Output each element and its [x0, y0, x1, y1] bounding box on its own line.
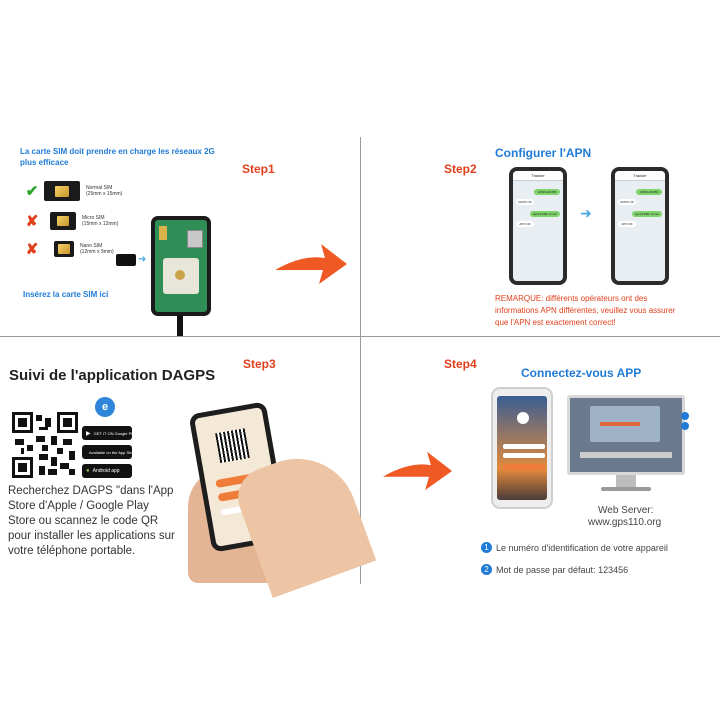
sim-label-nano: Nano SIM(12mm x 9mm): [80, 243, 114, 255]
step4-label: Step4: [444, 357, 477, 371]
qr-code-icon: [12, 412, 78, 478]
google-play-label: GET IT ON Google Play: [93, 430, 137, 436]
monitor-base: [601, 487, 651, 491]
step3-label: Step3: [243, 357, 276, 371]
apn-note: REMARQUE: différents opérateurs ont des …: [495, 294, 676, 327]
step3-panel: Suivi de l'application DAGPS Step3 e ▶GE…: [0, 337, 377, 599]
msg-4: APN OK: [621, 222, 633, 226]
step3-description: Recherchez DAGPS "dans l'App Store d'App…: [8, 485, 175, 557]
android-app-label: Android app: [92, 468, 120, 474]
android-app-button[interactable]: ●Android app: [82, 464, 132, 478]
sim-label-micro: Micro SIM(15mm x 12mm): [82, 215, 119, 227]
sim-row-normal: ✔ Normal SIM(25mm x 15mm): [24, 181, 122, 201]
android-icon: ●: [86, 468, 90, 474]
app-store-label: Available on the App Store: [89, 449, 137, 455]
step3-title: Suivi de l'application DAGPS: [9, 367, 216, 384]
step2-panel: Configurer l'APN Step2 Tracker GPRS12345…: [361, 137, 720, 336]
msg-3: apn123456 cmnet: [532, 212, 558, 216]
normal-sim-icon: [44, 181, 80, 201]
arrow-right-icon: [382, 451, 453, 491]
nano-sim-icon: [54, 241, 74, 257]
step1-label: Step1: [242, 162, 275, 176]
info-item-2: 2 Mot de passe par défaut: 123456: [481, 564, 628, 575]
insert-sim-label: Insérez la carte SIM ici: [23, 290, 109, 299]
hand-holding-phone: [178, 401, 377, 599]
badge-1-icon: [681, 412, 689, 420]
sim-row-micro: ✘ Micro SIM(15mm x 12mm): [24, 212, 118, 230]
step4-panel: Step4 Connectez-vous APP Web Server: www…: [361, 337, 720, 584]
badge-2-icon: [681, 422, 689, 430]
web-server-url[interactable]: www.gps110.org: [588, 517, 662, 528]
number-badge-2: 2: [481, 564, 492, 575]
micro-sim-icon: [50, 212, 76, 230]
divider-vertical: [360, 137, 361, 584]
app-store-button[interactable]: Available on the App Store: [82, 445, 136, 459]
sim-note: La carte SIM doit prendre en charge les …: [20, 147, 215, 167]
msg-1: GPRS123456: [537, 190, 557, 194]
msg-2: GPRS OK: [620, 200, 634, 204]
phone-title: Tracker: [615, 171, 665, 181]
step4-title: Connectez-vous APP: [521, 366, 642, 380]
monitor-web-server: [567, 395, 685, 475]
gps-tracker-device: [151, 216, 211, 316]
sim-label-normal: Normal SIM(25mm x 15mm): [86, 185, 123, 197]
phone-login-app: [491, 387, 553, 509]
step1-panel: La carte SIM doit prendre en charge les …: [0, 137, 360, 336]
step2-title: Configurer l'APN: [495, 146, 592, 160]
msg-1: GPRS123456: [639, 190, 659, 194]
info-item-1: 1 Le numéro d'identification de votre ap…: [481, 542, 668, 553]
cross-icon: ✘: [25, 213, 39, 230]
sim-row-nano: ✘ Nano SIM(12mm x 9mm): [24, 240, 114, 258]
phone-apn-before: Tracker GPRS123456 GPRS OK apn123456 cmn…: [509, 167, 567, 285]
info-text-1: Le numéro d'identification de votre appa…: [496, 542, 668, 553]
arrow-right-icon: [275, 244, 347, 284]
phone-apn-after: Tracker GPRS123456 GPRS OK apn123456 cmn…: [611, 167, 669, 285]
number-badge-1: 1: [481, 542, 492, 553]
dagps-app-icon: e: [95, 397, 115, 417]
check-icon: ✔: [25, 183, 39, 200]
insert-arrow-icon: ➜: [138, 254, 147, 265]
arrow-right-small-icon: ➜: [580, 205, 592, 221]
google-play-button[interactable]: ▶GET IT ON Google Play: [82, 426, 136, 440]
phone-title: Tracker: [513, 171, 563, 181]
web-server-label: Web Server:: [598, 505, 654, 516]
cross-icon: ✘: [25, 241, 39, 258]
divider-horizontal: [0, 336, 720, 337]
info-text-2: Mot de passe par défaut: 123456: [496, 564, 629, 575]
msg-2: GPRS OK: [518, 200, 532, 204]
step2-label: Step2: [444, 162, 477, 176]
msg-3: apn123456 cmnet: [634, 212, 660, 216]
play-icon: ▶: [86, 430, 91, 437]
sim-card-icon: [116, 254, 136, 266]
device-cable: [177, 315, 183, 336]
monitor-stand: [616, 475, 636, 487]
msg-4: APN OK: [519, 222, 531, 226]
